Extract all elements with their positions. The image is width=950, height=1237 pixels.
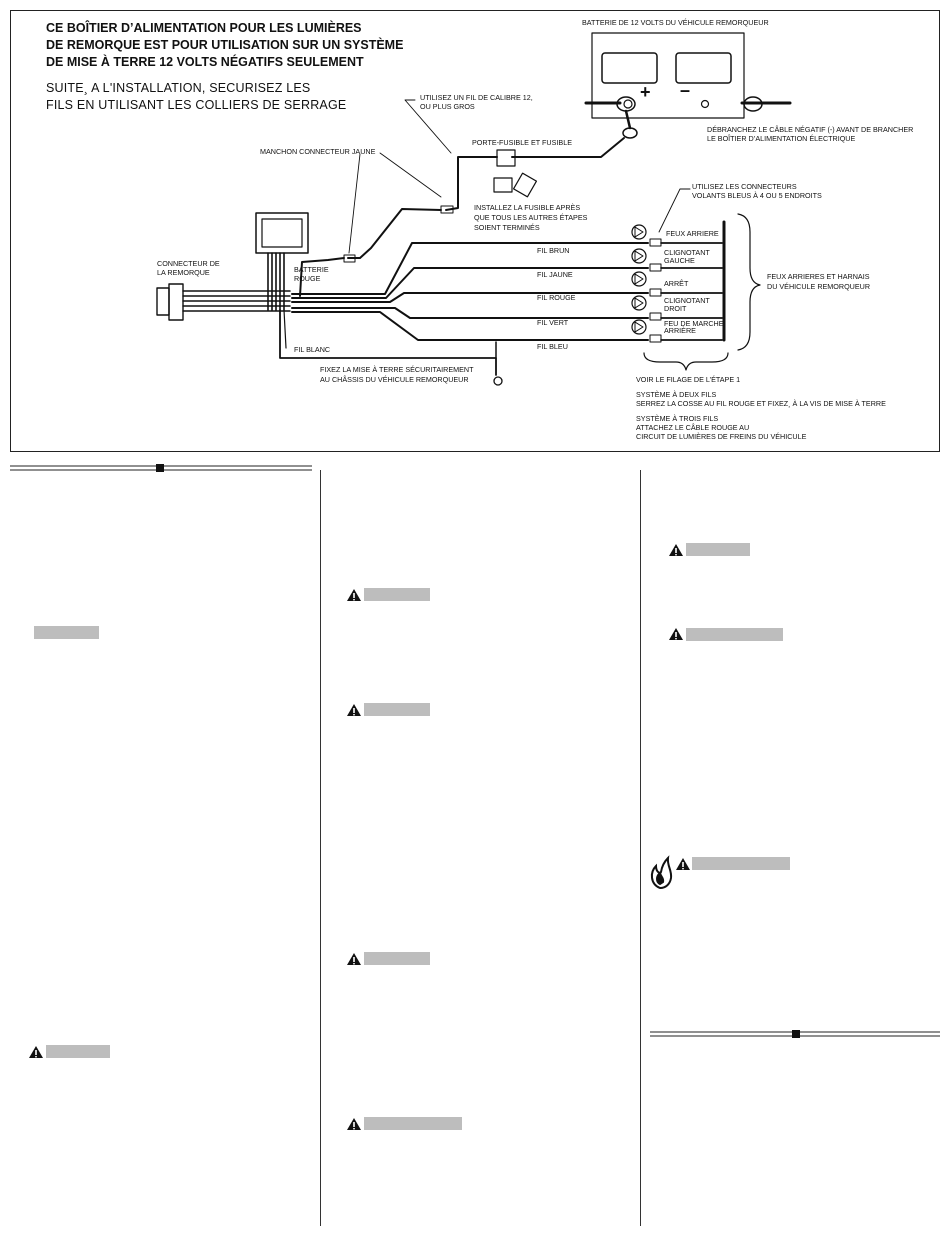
left-turn-label-1: CLIGNOTANT (664, 248, 710, 257)
three-wire-label-1: SYSTÈME À TROIS FILS (636, 414, 719, 423)
wiring-diagram-frame (10, 10, 940, 452)
backup-light-label-1: FEU DE MARCHE (664, 319, 724, 328)
wire-brown-label: FIL BRUN (537, 246, 570, 255)
heading-line-3: DE MISE À TERRE 12 VOLTS NÉGATIFS SEULEM… (46, 55, 364, 69)
right-turn-label-1: CLIGNOTANT (664, 296, 710, 305)
fuse-holder-label: PORTE-FUSIBLE ET FUSIBLE (472, 138, 572, 147)
redacted-block (364, 703, 430, 716)
trailer-connector-label-2: LA REMORQUE (157, 268, 210, 277)
ground-label-2: AU CHÂSSIS DU VÉHICULE REMORQUEUR (320, 375, 469, 384)
redacted-block (364, 588, 430, 601)
redacted-block (46, 1045, 110, 1058)
harness-label-2: DU VÉHICULE REMORQUEUR (767, 282, 871, 291)
section-marker (156, 464, 164, 472)
disconnect-label-1: DÉBRANCHEZ LE CÂBLE NÉGATIF (-) AVANT DE… (707, 125, 914, 134)
two-wire-label-1: SYSTÈME À DEUX FILS (636, 390, 717, 399)
wire-red-label: FIL ROUGE (537, 293, 576, 302)
gauge-label-2: OU PLUS GROS (420, 102, 475, 111)
wire-yellow-label: FIL JAUNE (537, 270, 573, 279)
fuse-install-2: QUE TOUS LES AUTRES ÉTAPES (474, 213, 588, 222)
column-divider (640, 470, 641, 1226)
step1-label: VOIR LE FILAGE DE L’ÉTAPE 1 (636, 375, 741, 384)
three-wire-label-3: CIRCUIT DE LUMIÈRES DE FREINS DU VÉHICUL… (636, 432, 807, 441)
section-marker (792, 1030, 800, 1038)
two-wire-label-2: SERREZ LA COSSE AU FIL ROUGE ET FIXEZ¸ À… (636, 399, 886, 408)
blue-connector-label-2: VOLANTS BLEUS À 4 OU 5 ENDROITS (692, 191, 822, 200)
wire-green-label: FIL VERT (537, 318, 569, 327)
redacted-block (686, 628, 783, 641)
yellow-sleeve-label: MANCHON CONNECTEUR JAUNE (260, 147, 376, 156)
trailer-connector-label-1: CONNECTEUR DE (157, 259, 220, 268)
red-battery-label-2: ROUGE (294, 274, 321, 283)
battery-icon (584, 32, 792, 139)
stop-label: ARRÊT (664, 279, 689, 288)
fuse-install-3: SOIENT TERMINÉS (474, 223, 540, 232)
heading-line-1: CE BOÎTIER D’ALIMENTATION POUR LES LUMIÈ… (46, 21, 362, 35)
redacted-block (692, 857, 790, 870)
tail-light-label: FEUX ARRIERE (666, 229, 719, 238)
wire-blue-label: FIL BLEU (537, 342, 568, 351)
plus-label: + (640, 82, 651, 102)
redacted-block (364, 952, 430, 965)
gauge-label-1: UTILISEZ UN FIL DE CALIBRE 12, (420, 93, 533, 102)
left-turn-label-2: GAUCHE (664, 256, 695, 265)
right-turn-label-2: DROIT (664, 304, 687, 313)
backup-light-label-2: ARRIÈRE (664, 326, 696, 335)
wire-white-label: FIL BLANC (294, 345, 331, 354)
minus-label: – (680, 80, 691, 100)
disconnect-label-2: LE BOÎTIER D’ALIMENTATION ÉLECTRIQUE (707, 134, 856, 143)
lamp-icon (631, 224, 647, 335)
three-wire-label-2: ATTACHEZ LE CÂBLE ROUGE AU (636, 423, 750, 432)
redacted-block (686, 543, 750, 556)
subheading-line-1: SUITE¸ A L'INSTALLATION, SECURISEZ LES (46, 81, 311, 95)
heading-line-2: DE REMORQUE EST POUR UTILISATION SUR UN … (46, 38, 404, 52)
battery-label: BATTERIE DE 12 VOLTS DU VÉHICULE REMORQU… (582, 18, 769, 27)
subheading-line-2: FILS EN UTILISANT LES COLLIERS DE SERRAG… (46, 98, 347, 112)
column-divider (320, 470, 321, 1226)
redacted-block (364, 1117, 462, 1130)
redacted-block (34, 626, 99, 639)
flame-icon (650, 855, 673, 890)
red-battery-label-1: BATTERIE (294, 265, 329, 274)
ground-label-1: FIXEZ LA MISE À TERRE SÉCURITAIREMENT (320, 365, 474, 374)
fuse-install-1: INSTALLEZ LA FUSIBLE APRÈS (474, 203, 581, 212)
harness-label-1: FEUX ARRIERES ET HARNAIS (767, 272, 870, 281)
blue-connector-label-1: UTILISEZ LES CONNECTEURS (692, 182, 797, 191)
